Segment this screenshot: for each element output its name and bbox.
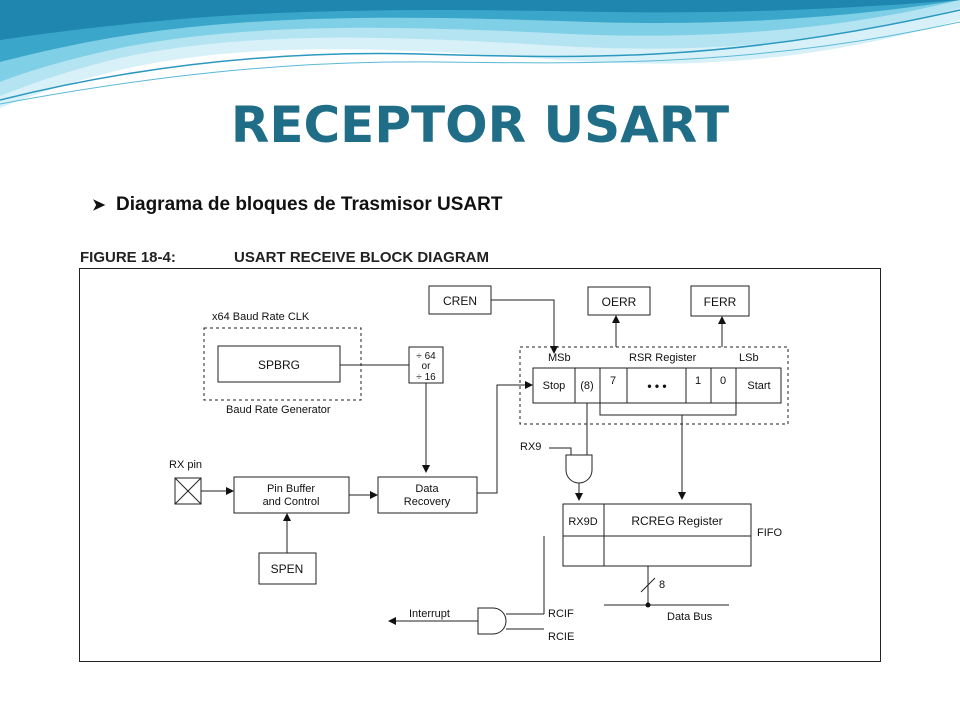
rcif-label: RCIF	[548, 608, 574, 620]
rsr-cell-start: Start	[747, 380, 770, 392]
divider-line-1: ÷ 64	[416, 351, 436, 362]
bus-width-label: 8	[659, 579, 665, 591]
oerr-box	[587, 286, 651, 316]
rcie-label: RCIE	[548, 631, 574, 643]
spbrg-label: SPBRG	[258, 358, 300, 372]
pin-buffer-box	[233, 476, 350, 514]
rcreg-label: RCREG Register	[631, 514, 722, 528]
rsr-cell-dots: • • •	[647, 379, 666, 393]
page-title: RECEPTOR USART	[230, 96, 730, 154]
ferr-label: FERR	[704, 295, 737, 309]
and-gate-rx9	[565, 454, 593, 484]
and-gate-interrupt	[477, 607, 507, 635]
lsb-label: LSb	[739, 352, 759, 364]
rsr-cell-stop: Stop	[543, 380, 566, 392]
msb-label: MSb	[548, 352, 571, 364]
baud-rate-generator-box	[203, 327, 362, 401]
rcreg-fifo-box	[562, 503, 752, 567]
data-bus-label: Data Bus	[667, 611, 713, 623]
fifo-label: FIFO	[757, 527, 782, 539]
divider-line-2: or	[422, 361, 432, 372]
rsr-cell-8: (8)	[580, 380, 593, 392]
pin-buffer-line-1: Pin Buffer	[267, 483, 315, 495]
usart-receive-block-diagram: x64 Baud Rate CLK SPBRG Baud Rate Genera…	[79, 268, 881, 662]
cren-label: CREN	[443, 294, 477, 308]
interrupt-label: Interrupt	[409, 608, 450, 620]
rx9-label: RX9	[520, 441, 541, 453]
rsr-cell-1: 1	[695, 375, 701, 387]
rsr-cell-0: 0	[720, 375, 726, 387]
baud-gen-label: Baud Rate Generator	[226, 404, 331, 416]
spbrg-box	[217, 345, 341, 383]
bullet-item: ➤ Diagrama de bloques de Trasmisor USART	[92, 194, 502, 216]
rsr-register-label: RSR Register	[629, 352, 697, 364]
rx-pin-label: RX pin	[169, 459, 202, 471]
data-recovery-line-2: Recovery	[404, 496, 451, 508]
data-recovery-line-1: Data	[415, 483, 439, 495]
figure-title: USART RECEIVE BLOCK DIAGRAM	[234, 249, 490, 266]
data-bus-junction	[645, 602, 651, 608]
rsr-cell-7: 7	[610, 375, 616, 387]
rx9d-label: RX9D	[568, 516, 597, 528]
figure-label: FIGURE 18-4:	[80, 249, 176, 266]
divider-line-3: ÷ 16	[416, 372, 436, 383]
header-waves-decoration	[0, 0, 960, 108]
spen-label: SPEN	[271, 562, 304, 576]
rsr-register-group	[519, 346, 789, 425]
pin-buffer-line-2: and Control	[263, 496, 320, 508]
oerr-label: OERR	[602, 295, 637, 309]
diagram-frame	[79, 268, 881, 662]
spen-box	[258, 552, 317, 585]
divider-box	[408, 346, 444, 384]
arrow-bullet-icon: ➤	[92, 197, 106, 214]
bullet-text: Diagrama de bloques de Trasmisor USART	[116, 194, 503, 215]
baud-clk-label: x64 Baud Rate CLK	[212, 311, 310, 323]
data-recovery-box	[377, 476, 478, 514]
rsr-register-box	[532, 367, 782, 404]
